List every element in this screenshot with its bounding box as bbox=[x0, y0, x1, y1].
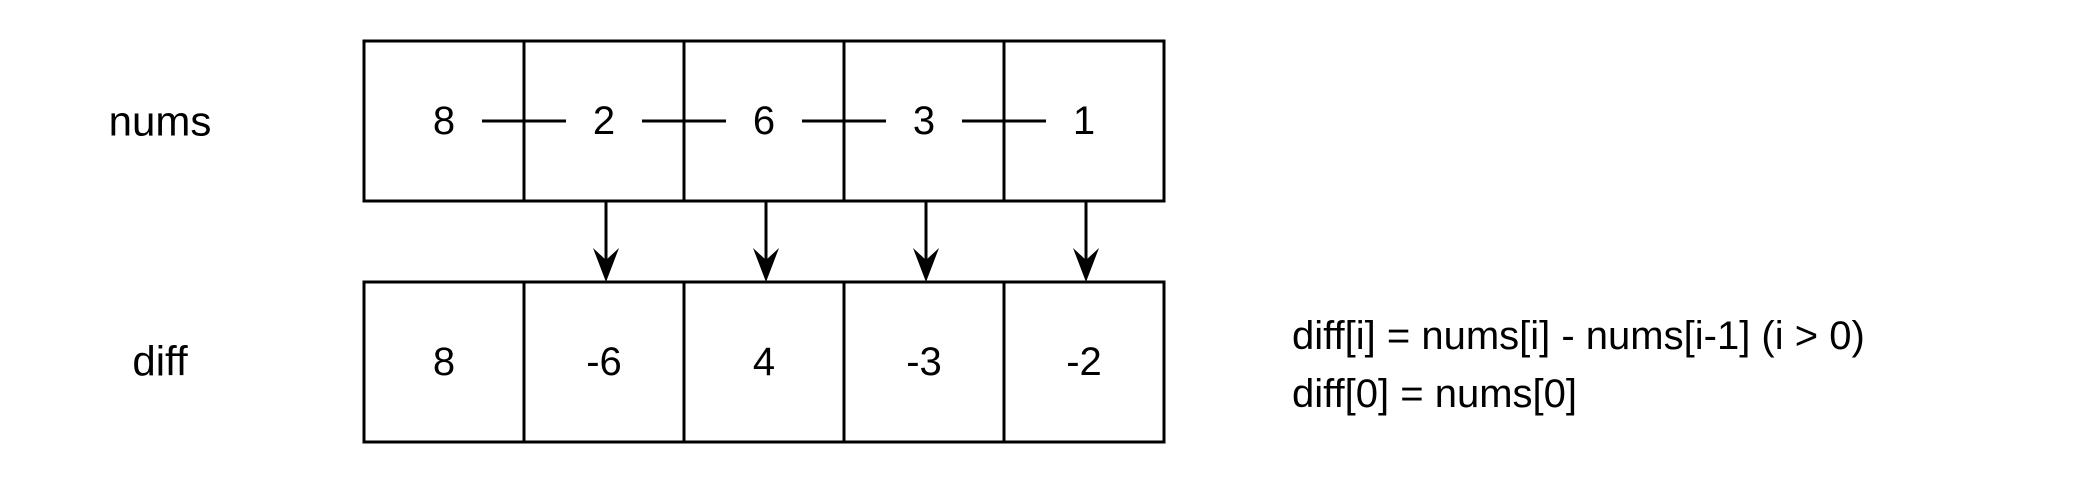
nums-cell-value: 6 bbox=[753, 99, 775, 143]
diff-cell: -2 bbox=[1002, 280, 1166, 444]
diff-array: 8 -6 4 -3 -2 bbox=[362, 280, 1166, 444]
diff-cell: -6 bbox=[522, 280, 686, 444]
diff-arrow bbox=[593, 201, 619, 282]
nums-row-label: nums bbox=[109, 98, 212, 145]
diff-cell: 4 bbox=[682, 280, 846, 444]
nums-cell-value: 3 bbox=[913, 99, 935, 143]
diff-cell-value: -3 bbox=[906, 340, 942, 384]
diff-cell-value: -6 bbox=[586, 340, 622, 384]
arrow-head bbox=[1073, 248, 1099, 282]
diff-cell-box bbox=[842, 280, 1006, 444]
diff-cell: -3 bbox=[842, 280, 1006, 444]
diff-cell-value: -2 bbox=[1066, 340, 1102, 384]
diff-row-label: diff bbox=[132, 338, 188, 385]
formula-general: diff[i] = nums[i] - nums[i-1] (i > 0) bbox=[1292, 314, 1865, 358]
diff-arrow bbox=[753, 201, 779, 282]
diff-arrow bbox=[1073, 201, 1099, 282]
formula-base-case: diff[0] = nums[0] bbox=[1292, 372, 1577, 416]
nums-to-diff-arrows bbox=[593, 201, 1099, 282]
diff-arrow bbox=[913, 201, 939, 282]
diff-cell-value: 4 bbox=[753, 340, 775, 384]
nums-cell-value: 2 bbox=[593, 99, 615, 143]
diff-cell-box bbox=[682, 280, 846, 444]
diff-cell-box bbox=[522, 280, 686, 444]
diff-cell: 8 bbox=[362, 280, 526, 444]
arrow-head bbox=[753, 248, 779, 282]
nums-cell-value: 8 bbox=[433, 99, 455, 143]
diff-cell-box bbox=[362, 280, 526, 444]
nums-cell-value: 1 bbox=[1073, 99, 1095, 143]
diff-cell-value: 8 bbox=[433, 340, 455, 384]
arrow-head bbox=[593, 248, 619, 282]
diff-cell-box bbox=[1002, 280, 1166, 444]
arrow-head bbox=[913, 248, 939, 282]
